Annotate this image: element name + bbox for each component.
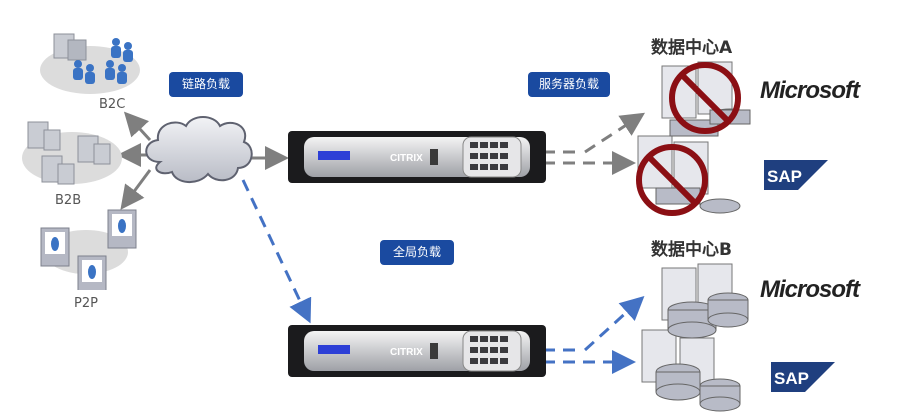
arrow-global-lb [241, 179, 312, 324]
datacenter-b-servers [632, 260, 752, 414]
adc-device-primary: CITRIX [288, 131, 548, 183]
cloud-icon [145, 116, 253, 183]
adc-device-secondary: CITRIX [288, 325, 548, 377]
lcd-panel [318, 151, 350, 160]
database-icon [655, 292, 749, 412]
datacenter-b-title: 数据中心B [651, 240, 732, 260]
arrow-to-b2c [123, 111, 152, 142]
server-icon [27, 121, 111, 185]
group-label-b2b: B2B [55, 193, 82, 208]
brand-logo: CITRIX [390, 153, 423, 164]
brand-logo: CITRIX [390, 347, 423, 358]
datacenter-a-servers [632, 58, 752, 216]
arrow-to-p2p [120, 169, 152, 210]
group-label-p2p: P2P [74, 296, 98, 311]
group-label-b2c: B2C [99, 97, 126, 112]
sap-logo-b: SAP [771, 362, 835, 392]
network-ports [470, 142, 508, 170]
group-b2b [20, 118, 125, 190]
server-icon [53, 33, 87, 61]
global-lb-label: 全局负载 [380, 240, 454, 265]
network-ports [470, 336, 508, 364]
arrow-adc-a-2 [584, 112, 646, 154]
svg-text:SAP: SAP [774, 369, 809, 388]
link-lb-label: 链路负载 [169, 72, 243, 97]
svg-text:SAP: SAP [767, 167, 802, 186]
group-p2p [38, 206, 138, 295]
user-icon [40, 209, 137, 295]
arrow-adc-b-2 [583, 295, 645, 352]
group-b2c [38, 26, 148, 96]
server-lb-label: 服务器负载 [528, 72, 610, 97]
prohibited-icon [636, 62, 741, 216]
lcd-panel [318, 345, 350, 354]
sap-logo-a: SAP [764, 160, 828, 190]
microsoft-logo-a: Microsoft [760, 77, 860, 104]
user-icon [73, 38, 133, 84]
microsoft-logo-b: Microsoft [760, 276, 860, 303]
datacenter-a-title: 数据中心A [651, 38, 733, 58]
